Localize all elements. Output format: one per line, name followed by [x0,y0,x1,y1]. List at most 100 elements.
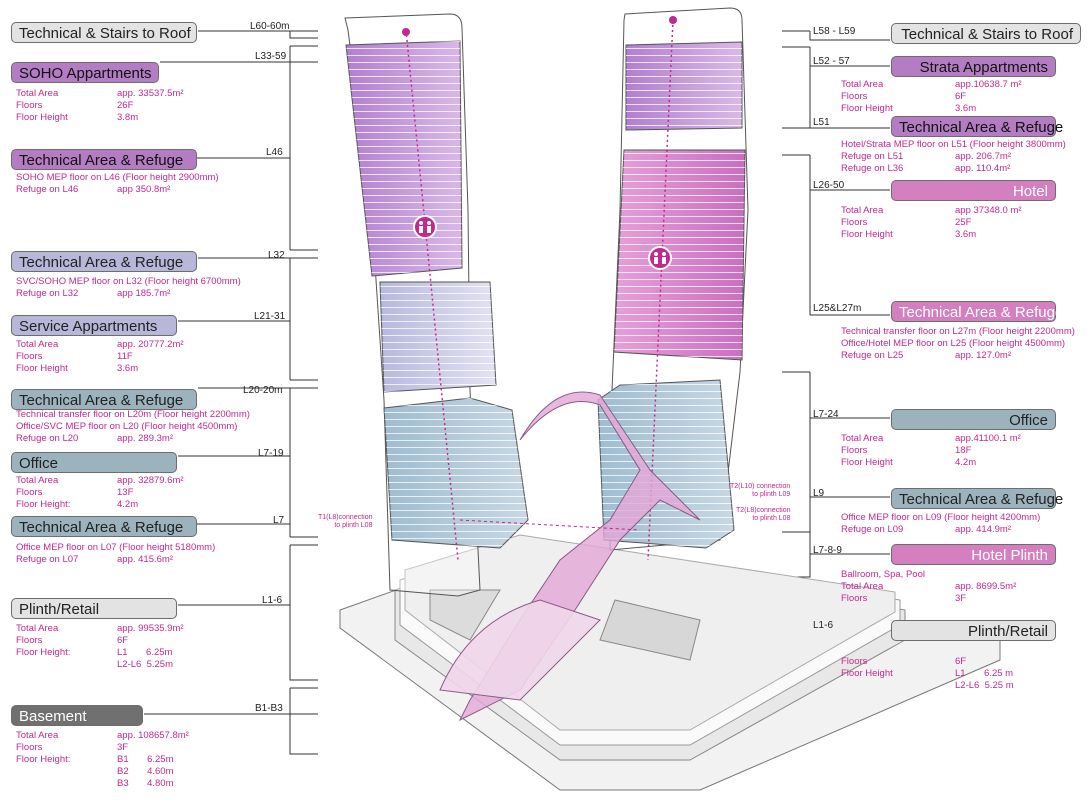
tech32-title: Technical Area & Refuge [11,251,197,272]
office-left-v2: 4.2m [117,499,139,510]
tech20-k0: Refuge on L20 [16,433,79,444]
soho-level: L33-59 [255,51,287,62]
t1-line1: T1(L8)connection [318,514,373,521]
hplinth-title: Hotel Plinth [891,544,1056,565]
tech32-note: SVC/SOHO MEP floor on L32 (Floor height … [16,276,241,287]
strata-k2: Floor Height [841,103,893,114]
tech9-v0: app. 414.9m² [955,524,1011,535]
soho-v2: 3.8m [117,112,139,123]
tech46-k0: Refuge on L46 [16,184,79,195]
pink-bridge [439,391,701,722]
left-stairs-level: L60-60m [250,21,290,32]
tech9-level: L9 [813,488,825,499]
restroom-icon-left [413,215,437,239]
tech51-v1: app. 110.4m² [955,163,1011,174]
service-k1: Floors [16,351,43,362]
soho-v1: 26F [117,100,134,111]
service-k2: Floor Height [16,363,68,374]
tech7-k0: Refuge on L07 [16,554,79,565]
office-right-v0: app.41100.1 m² [955,433,1021,444]
office-right-k2: Floor Height [841,457,893,468]
tech46-level: L46 [266,147,283,158]
tech7-level: L7 [273,515,285,526]
tech51-k1: Refuge on L36 [841,163,904,174]
tech20-note2: Office/SVC MEP floor on L20 (Floor heigh… [16,421,238,432]
hotel-k1: Floors [841,217,868,228]
office-left-k1: Floors [16,487,43,498]
t2a-line1: T2(L10) connection [730,483,791,490]
tech20-level: L20-20m [243,385,283,396]
strata-k0: Total Area [841,79,884,90]
strata-level: L52 - 57 [813,56,850,67]
t2b-line1: T2(L8)connection [736,507,791,514]
office-right-k0: Total Area [841,433,884,444]
strata-v1: 6F [955,91,967,102]
tech46-note: SOHO MEP floor on L46 (Floor height 2900… [16,172,219,183]
tech46-title: Technical Area & Refuge [11,149,197,170]
tech20-note1: Technical transfer floor on L20m (Floor … [16,409,250,420]
hplinth-note: Ballroom, Spa, Pool [841,569,925,580]
basement-v2: B1 6.25m [117,754,174,765]
office-left-v0: app. 32879.6m² [117,475,184,486]
t2b-connection-note: T2(L8)connection to plinth L08 [736,507,790,523]
service-k0: Total Area [16,339,59,350]
tech25-note2: Office/Hotel MEP floor on L25 (Floor hei… [841,338,1066,349]
plinth-left-level: L1-6 [262,595,283,606]
tech25-title: Technical Area & Refuge [891,301,1063,322]
plinth-left-k0: Total Area [16,623,59,634]
plinth-right-title: Plinth/Retail [891,620,1056,641]
hotel-title: Hotel [891,180,1056,201]
tech32-level: L32 [268,250,285,261]
t2b-line2: to plinth L08 [752,515,791,522]
tech9-title: Technical Area & Refuge [891,488,1063,509]
tech46-v0: app 350.8m² [117,184,171,195]
t1-line2: to plinth L08 [334,522,373,529]
tech25-note1: Technical transfer floor on L27m (Floor … [841,326,1075,337]
service-v2: 3.6m [117,363,139,374]
basement-v3: B2 4.60m [117,766,174,777]
basement-k0: Total Area [16,730,59,741]
basement-title: Basement [11,705,143,726]
tech9-k0: Refuge on L09 [841,524,904,535]
hplinth-v1: 3F [955,593,967,604]
tech51-note: Hotel/Strata MEP floor on L51 (Floor hei… [841,139,1066,150]
t2a-line2: to plinth L09 [752,491,791,498]
hotel-k0: Total Area [841,205,884,216]
service-v1: 11F [117,351,133,362]
strata-k1: Floors [841,91,868,102]
soho-k0: Total Area [16,88,59,99]
basement-v0: app. 108657.8m² [117,730,189,741]
soho-title: SOHO Appartments [11,62,159,83]
strata-v2: 3.6m [955,103,977,114]
strata-title: Strata Appartments [891,56,1056,77]
tech51-level: L51 [813,117,830,128]
hplinth-k1: Floors [841,593,868,604]
tech7-v0: app. 415.6m² [117,554,173,565]
plinth-left-v2: L1 6.25m [117,647,173,658]
tech7-title: Technical Area & Refuge [11,516,197,537]
soho-v0: app. 33537.5m² [117,88,184,99]
tech20-v0: app. 289.3m² [117,433,173,444]
basement-k1: Floors [16,742,43,753]
tech51-k0: Refuge on L51 [841,151,904,162]
plinth-right-level: L1-6 [813,620,834,631]
tech32-v0: app 185.7m² [117,288,171,299]
tech7-note: Office MEP floor on L07 (Floor height 51… [16,542,216,553]
hotel-level: L26-50 [813,180,845,191]
right-tower [597,7,749,561]
plinth-left-title: Plinth/Retail [11,598,177,619]
plinth-left-v3: L2-L6 5.25m [117,659,173,670]
soho-k1: Floors [16,100,43,111]
plinth-left-k1: Floors [16,635,43,646]
office-right-v2: 4.2m [955,457,977,468]
restroom-icon-right [648,246,672,270]
office-left-level: L7-19 [258,448,284,459]
right-stairs-title: Technical & Stairs to Roof [891,23,1081,44]
tech25-v0: app. 127.0m² [955,350,1011,361]
tech9-note: Office MEP floor on L09 (Floor height 42… [841,512,1041,523]
basement-v1: 3F [117,742,129,753]
office-right-level: L7-24 [813,409,839,420]
left-stairs-title: Technical & Stairs to Roof [11,22,197,43]
plinth-left-v1: 6F [117,635,129,646]
